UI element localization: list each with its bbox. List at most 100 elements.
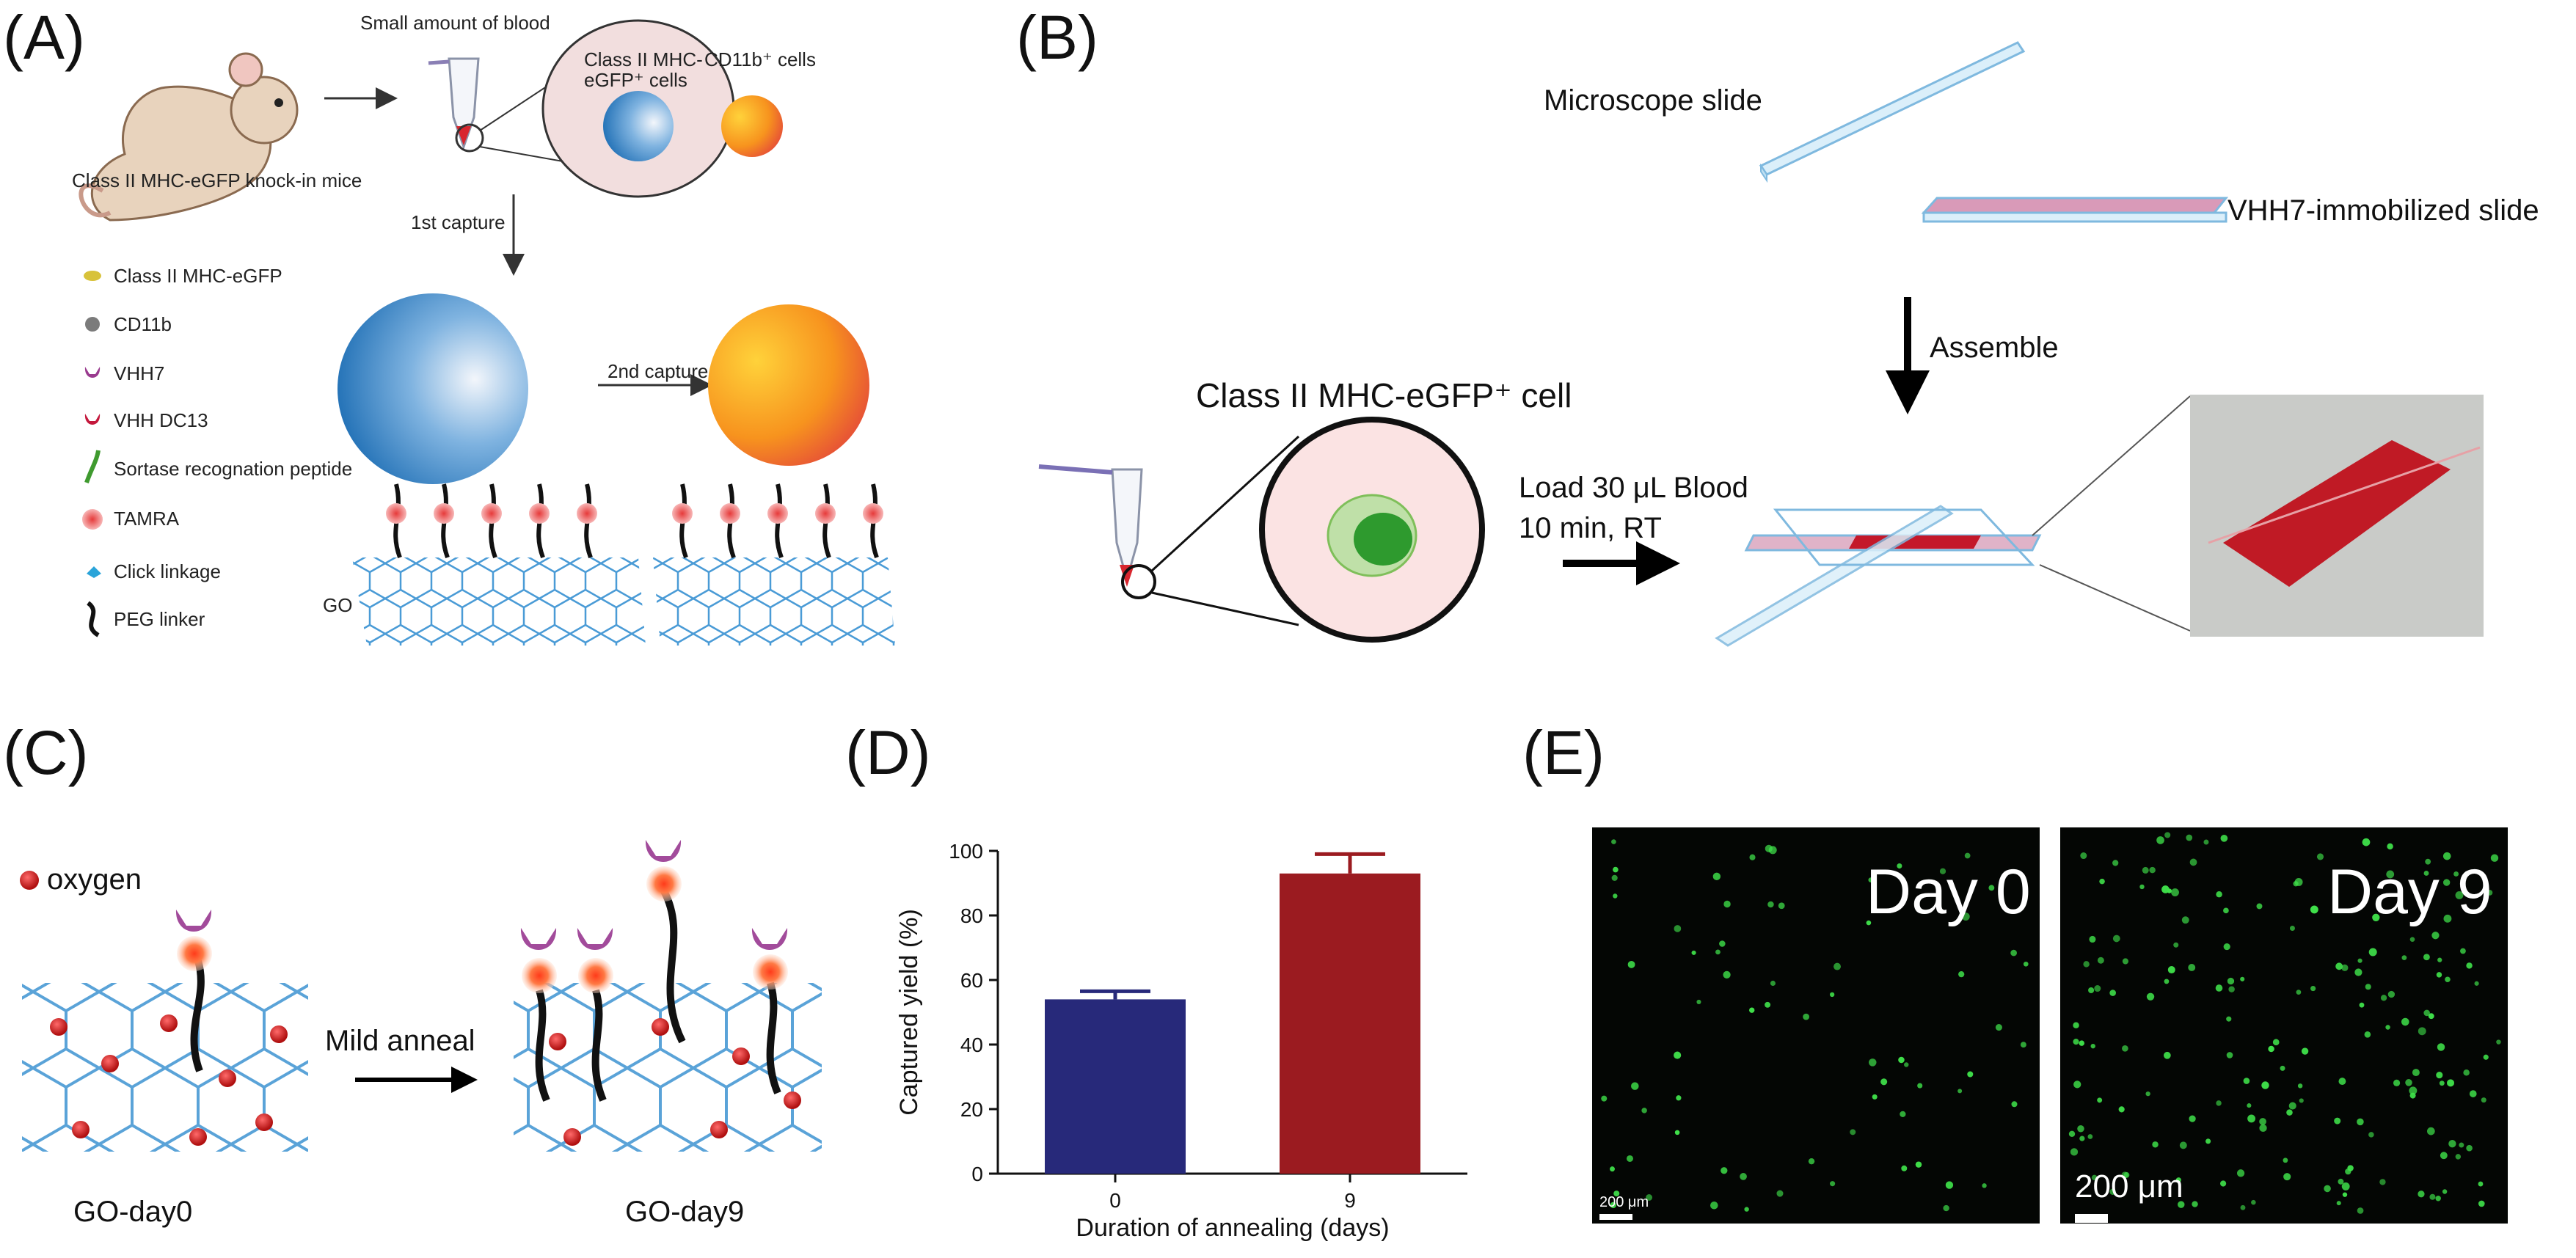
vhh7-day0-icon bbox=[175, 910, 212, 932]
cell-dot bbox=[2123, 1171, 2130, 1178]
peg-linker-icon bbox=[87, 601, 100, 637]
cell-dot bbox=[1765, 1001, 1771, 1008]
cell-dot bbox=[1674, 925, 1682, 932]
load-line2: 10 min, RT bbox=[1519, 512, 1662, 544]
cell-dot bbox=[2268, 1045, 2274, 1053]
cell-dot bbox=[1723, 900, 1731, 908]
cell-dot bbox=[2342, 1192, 2348, 1197]
cell-dot bbox=[2010, 949, 2017, 957]
cell-dot bbox=[2436, 972, 2442, 978]
cell-dot bbox=[1749, 854, 1756, 860]
cell-dot bbox=[2286, 1109, 2293, 1116]
first-capture-label: 1st capture bbox=[411, 211, 506, 233]
cell-dot bbox=[2112, 860, 2119, 866]
cell-dot bbox=[2418, 1191, 2425, 1198]
cell-dot bbox=[2139, 884, 2145, 890]
cell-dot bbox=[2357, 958, 2362, 963]
cell-dot bbox=[1626, 1155, 1633, 1163]
cell-dot bbox=[2483, 1054, 2489, 1060]
cell-dot bbox=[1719, 940, 1726, 947]
cell-dot bbox=[1691, 950, 1696, 955]
cell-dot bbox=[2122, 958, 2129, 965]
cell-dot bbox=[2336, 1201, 2341, 1206]
cell-dot bbox=[1613, 893, 1618, 899]
cell-dot bbox=[2247, 1114, 2256, 1123]
cell-dot bbox=[2455, 1154, 2462, 1160]
cell-dot bbox=[2243, 1078, 2250, 1084]
y-tick-label: 80 bbox=[960, 904, 983, 927]
bar-0 bbox=[1045, 999, 1186, 1174]
go-day9-caption: GO-day9 bbox=[625, 1196, 744, 1228]
cell-dot bbox=[2283, 1158, 2288, 1163]
cell-dot bbox=[2474, 981, 2479, 986]
cell-dot bbox=[2423, 1009, 2430, 1017]
cell-dot bbox=[2097, 1097, 2103, 1103]
cell-dot bbox=[2156, 836, 2164, 844]
cell-dot bbox=[2216, 1100, 2222, 1106]
cell-dot bbox=[1613, 1191, 1620, 1197]
cell-nucleus-icon bbox=[1354, 513, 1412, 566]
mild-anneal-label: Mild anneal bbox=[325, 1025, 475, 1057]
cell-dot bbox=[2443, 914, 2452, 923]
cell-dot bbox=[1740, 1173, 1747, 1180]
cell-dot bbox=[1641, 1108, 1647, 1113]
cell-dot bbox=[1646, 1194, 1653, 1201]
cell-dot bbox=[2412, 1069, 2420, 1077]
cell-dot bbox=[1631, 1082, 1639, 1090]
legend-item-peg: PEG linker bbox=[114, 608, 205, 630]
cell-dot bbox=[2167, 888, 2172, 893]
go-day0-oxygens bbox=[50, 1014, 288, 1146]
cell-dot bbox=[1868, 1058, 1877, 1067]
cell-dot bbox=[2178, 1201, 2185, 1208]
cell-dot bbox=[2223, 907, 2229, 914]
day9-scale-bar bbox=[2075, 1214, 2108, 1223]
cell-dot bbox=[1627, 960, 1635, 968]
cell-dot bbox=[1957, 1089, 1963, 1094]
cell-dot bbox=[2460, 948, 2466, 954]
cell-dot bbox=[1945, 1181, 1954, 1189]
cell-dot bbox=[1613, 866, 1619, 873]
cell-dot bbox=[2496, 1039, 2501, 1045]
cell-dot bbox=[2083, 961, 2090, 968]
x-axis-label: Duration of annealing (days) bbox=[1076, 1214, 1389, 1242]
cell-dot bbox=[2171, 888, 2179, 896]
legend-item-mhc-egfp: Class II MHC-eGFP bbox=[114, 265, 282, 287]
blood-tube-icon-b bbox=[1038, 464, 1143, 587]
vhh7-slide-label: VHH7-immobilized slide bbox=[2227, 194, 2539, 227]
cell-dot bbox=[1829, 992, 1835, 998]
x-tick-label: 0 bbox=[1109, 1189, 1121, 1212]
assembled-slides-icon bbox=[1715, 505, 2042, 647]
cell-dot bbox=[1880, 1078, 1888, 1086]
go-substrate-right bbox=[653, 304, 895, 646]
cell-dot bbox=[1904, 1062, 1909, 1067]
cell-dot bbox=[2431, 932, 2440, 940]
microscope-slide-icon bbox=[1759, 41, 2026, 183]
cell-dot bbox=[2357, 1207, 2364, 1214]
click-linkage-icon bbox=[87, 566, 101, 578]
cell-dot bbox=[1872, 1094, 1878, 1100]
cell-dot bbox=[2442, 852, 2451, 860]
cell-dot bbox=[2338, 1078, 2346, 1086]
cell-dot bbox=[1988, 885, 1995, 891]
cell-dot bbox=[2463, 1069, 2470, 1076]
cell-dot bbox=[2227, 977, 2235, 985]
cell-dot bbox=[2256, 903, 2263, 910]
cell-dot bbox=[2447, 1079, 2455, 1087]
cell-dot bbox=[2088, 987, 2095, 994]
cell-dot bbox=[1943, 1204, 1949, 1212]
cell-dot bbox=[1901, 1165, 1908, 1171]
cell-dot bbox=[2220, 834, 2228, 842]
go-day9-ligands bbox=[520, 840, 788, 1102]
cell-dot bbox=[2175, 1177, 2181, 1183]
day0-label: Day 0 bbox=[1866, 857, 2031, 927]
cell-dot bbox=[2455, 891, 2464, 899]
cell-dot bbox=[1868, 877, 1874, 883]
panel-a-legend: Class II MHC-eGFP CD11b VHH7 VHH DC13 So… bbox=[82, 265, 352, 637]
cell-dot bbox=[1721, 1167, 1728, 1174]
assemble-label: Assemble bbox=[1930, 332, 2059, 364]
cell-dot bbox=[2073, 1080, 2081, 1089]
cell-dot bbox=[2387, 990, 2396, 998]
cell-dot bbox=[2442, 1189, 2448, 1194]
